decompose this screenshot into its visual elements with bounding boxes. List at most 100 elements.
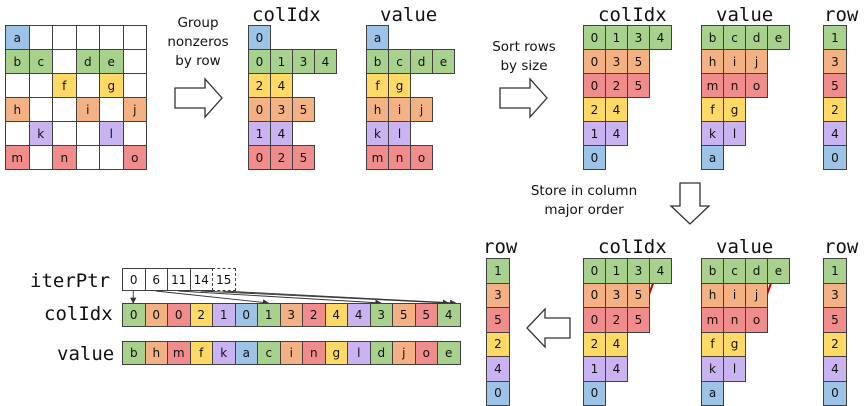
matrix-cell bbox=[75, 25, 100, 50]
stage3-row-left-cell: 0 bbox=[486, 380, 510, 406]
stage1-colidx-cell: 0 bbox=[248, 49, 271, 74]
stage1-value-cell: f bbox=[366, 73, 389, 98]
stage2-value-cell: k bbox=[701, 121, 724, 146]
stage1-value-cell: d bbox=[410, 49, 433, 74]
stage3-colidx-cell: 0 bbox=[583, 307, 606, 333]
stage2-row-cell: 4 bbox=[823, 121, 847, 146]
stage2-value-cell: c bbox=[723, 25, 746, 50]
flatten-arrow-icon bbox=[526, 307, 571, 349]
stage3-colidx-cell: 1 bbox=[605, 258, 628, 284]
stage1-value-cell: i bbox=[388, 97, 411, 122]
stage1-colidx-cell: 2 bbox=[270, 145, 293, 170]
stage2-value-cell: m bbox=[701, 73, 724, 98]
final-value-cell: a bbox=[234, 341, 258, 365]
stage2-value-cell: b bbox=[701, 25, 724, 50]
final-colidx-cell: 0 bbox=[234, 303, 258, 327]
stage1-colidx-cell: 1 bbox=[270, 49, 293, 74]
stage3-colidx-cell: 2 bbox=[605, 307, 628, 333]
stage2-colidx-cell: 1 bbox=[605, 25, 628, 50]
iterptr-pointer-arrow bbox=[178, 290, 382, 306]
final-colidx-cell: 0 bbox=[144, 303, 168, 327]
final-value-cell: l bbox=[347, 341, 371, 365]
stage3-value-cell: i bbox=[723, 282, 746, 308]
final-iterptr-label: iterPtr bbox=[30, 270, 111, 292]
stage1-colidx-cell: 5 bbox=[292, 97, 315, 122]
matrix-cell: j bbox=[122, 97, 147, 122]
matrix-cell bbox=[28, 25, 53, 50]
matrix-cell bbox=[75, 145, 100, 170]
stage2-colidx-cell: 2 bbox=[583, 97, 606, 122]
stage2-row-cell: 1 bbox=[823, 25, 847, 50]
stage1-value-cell: n bbox=[388, 145, 411, 170]
final-colidx-cell: 3 bbox=[279, 303, 303, 327]
matrix-cell: d bbox=[75, 49, 100, 74]
stage1-value-cell: h bbox=[366, 97, 389, 122]
stage2-colidx-cell: 3 bbox=[627, 25, 650, 50]
stage3-value-cell: o bbox=[745, 307, 768, 333]
stage3-colidx-cell: 5 bbox=[627, 282, 650, 308]
iterptr-pointer-arrow bbox=[200, 290, 450, 306]
stage3-value-cell: d bbox=[745, 258, 768, 284]
stage3-colidx-cell: 4 bbox=[605, 331, 628, 357]
final-value-cell: b bbox=[122, 341, 146, 365]
iterptr-pointer-arrow bbox=[155, 290, 270, 306]
final-colidx-cell: 4 bbox=[324, 303, 348, 327]
matrix-cell: b bbox=[5, 49, 30, 74]
matrix-cell: g bbox=[99, 73, 124, 98]
final-value-cell: k bbox=[212, 341, 236, 365]
stage2-value-title: value bbox=[716, 4, 774, 26]
stage2-value-cell: j bbox=[745, 49, 768, 74]
group-label-line2: nonzeros bbox=[167, 34, 229, 50]
stage3-row-title: row bbox=[824, 236, 859, 258]
stage2-colidx-cell: 4 bbox=[605, 121, 628, 146]
stage3-colidx-cell: 0 bbox=[583, 258, 606, 284]
stage3-colidx-cell: 0 bbox=[583, 282, 606, 308]
stage3-colidx-cell: 1 bbox=[583, 356, 606, 382]
stage1-colidx-cell: 1 bbox=[248, 121, 271, 146]
stage3-row-left-cell: 4 bbox=[486, 356, 510, 382]
matrix-cell: k bbox=[28, 121, 53, 146]
iterptr-cell: 15 bbox=[212, 268, 236, 291]
matrix-cell: o bbox=[122, 145, 147, 170]
matrix-cell: n bbox=[52, 145, 77, 170]
group-label-line3: by row bbox=[175, 53, 221, 69]
stage3-value-cell: c bbox=[723, 258, 746, 284]
final-colidx-cell: 3 bbox=[369, 303, 393, 327]
stage1-value-cell: o bbox=[410, 145, 433, 170]
stage3-colidx-cell: 2 bbox=[583, 331, 606, 357]
stage1-colidx-cell: 0 bbox=[248, 97, 271, 122]
stage2-colidx-cell: 4 bbox=[605, 97, 628, 122]
stage2-colidx-cell: 1 bbox=[583, 121, 606, 146]
matrix-cell bbox=[52, 49, 77, 74]
matrix-cell: m bbox=[5, 145, 30, 170]
stage2-row-cell: 0 bbox=[823, 145, 847, 170]
final-colidx-cell: 5 bbox=[414, 303, 438, 327]
matrix-cell bbox=[99, 97, 124, 122]
matrix-cell bbox=[5, 73, 30, 98]
sort-arrow-icon bbox=[499, 77, 548, 119]
stage2-value-cell: d bbox=[745, 25, 768, 50]
matrix-cell: f bbox=[52, 73, 77, 98]
matrix-cell bbox=[28, 73, 53, 98]
stage2-row-cell: 3 bbox=[823, 49, 847, 74]
final-value-cell: e bbox=[437, 341, 461, 365]
stage1-colidx-cell: 2 bbox=[248, 73, 271, 98]
final-value-cell: o bbox=[414, 341, 438, 365]
stage2-colidx-cell: 5 bbox=[627, 73, 650, 98]
stage3-value-cell: b bbox=[701, 258, 724, 284]
stage2-row-title: row bbox=[824, 4, 859, 26]
final-value-cell: g bbox=[324, 341, 348, 365]
stage1-colidx-cell: 3 bbox=[270, 97, 293, 122]
matrix-cell bbox=[99, 25, 124, 50]
stage1-value-cell: b bbox=[366, 49, 389, 74]
matrix-cell: e bbox=[99, 49, 124, 74]
stage1-value-cell: k bbox=[366, 121, 389, 146]
matrix-cell bbox=[5, 121, 30, 146]
stage1-value-cell: m bbox=[366, 145, 389, 170]
matrix-cell: l bbox=[99, 121, 124, 146]
sort-label-line2: by size bbox=[500, 58, 548, 74]
stage2-value-cell: a bbox=[701, 145, 724, 170]
stage2-colidx-cell: 0 bbox=[583, 145, 606, 170]
stage3-value-cell: f bbox=[701, 331, 724, 357]
stage1-value-cell: a bbox=[366, 25, 389, 50]
